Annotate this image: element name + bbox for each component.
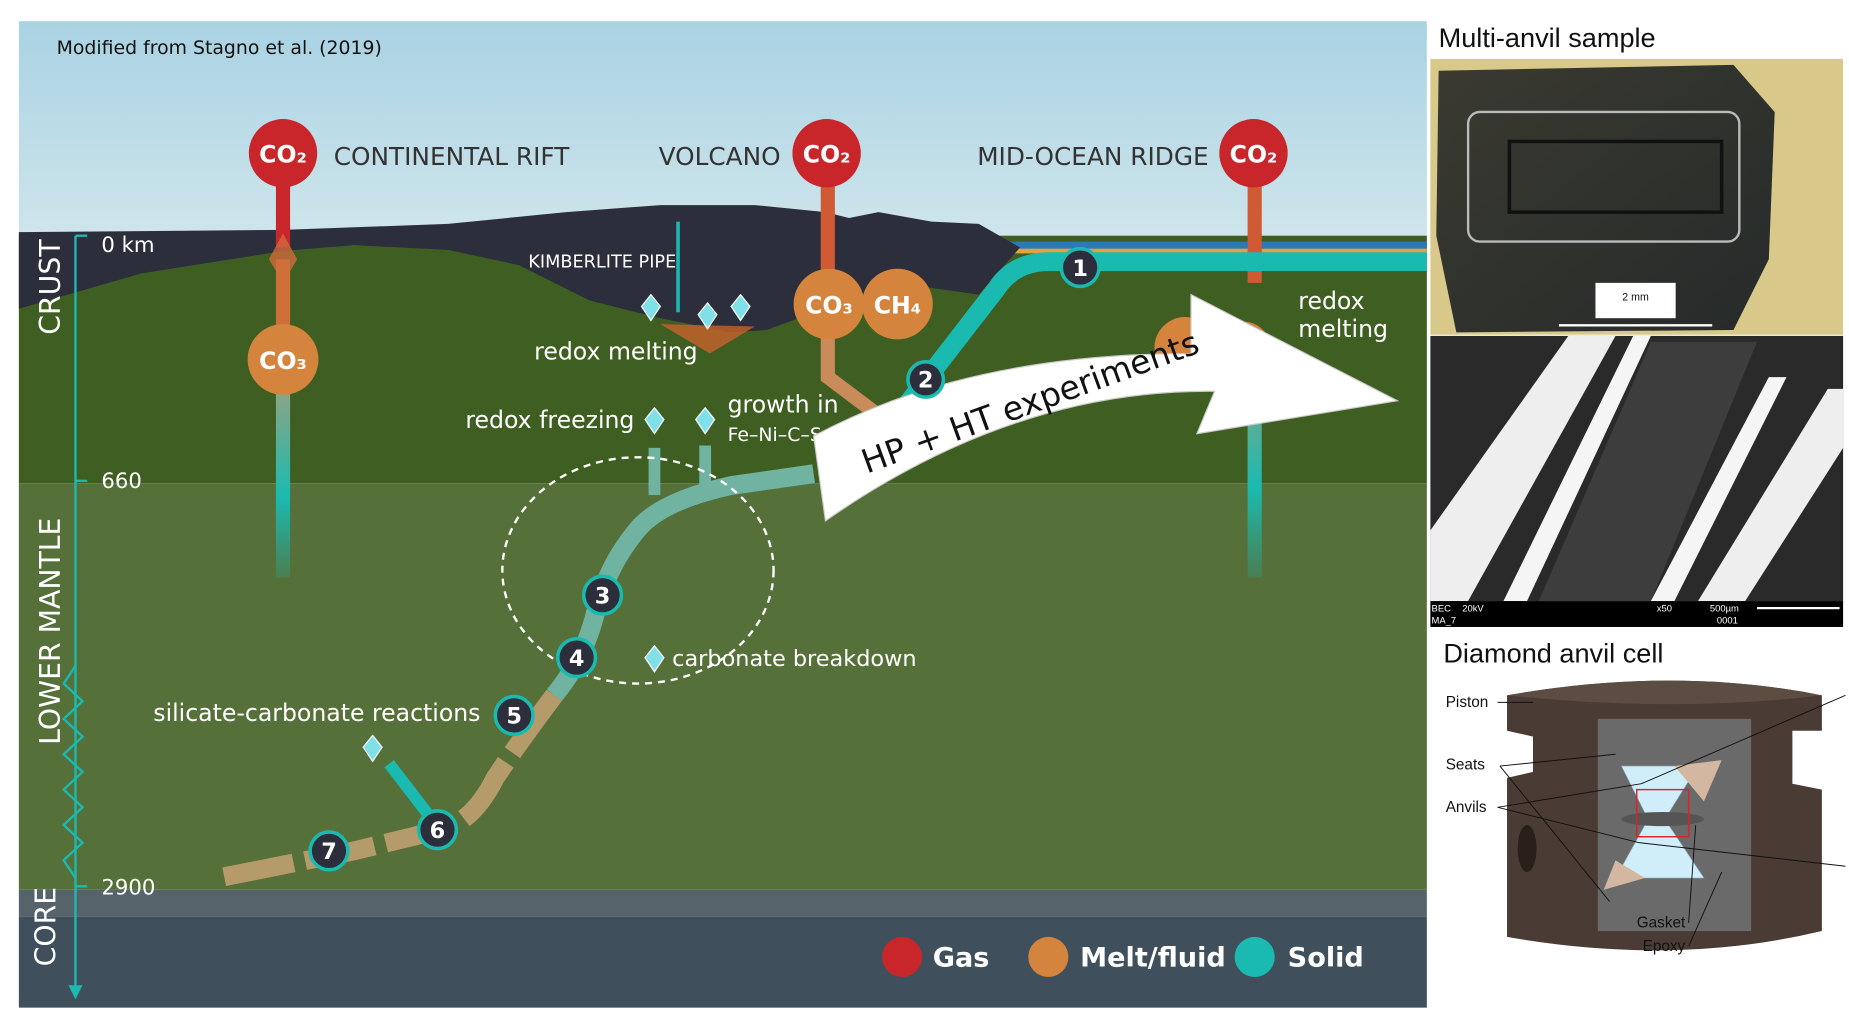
step-6: 6 [416, 809, 459, 851]
dac-label-anvils: Anvils [1446, 799, 1487, 816]
depth-660: 660 [101, 469, 141, 494]
diamond-icon [640, 293, 662, 322]
label-mid-ocean-ridge: MID-OCEAN RIDGE [977, 142, 1208, 171]
legend: Gas Melt/fluid Solid [882, 936, 1364, 978]
co2-bubble-rift [248, 119, 318, 188]
sem-scale: 500µm [1710, 603, 1739, 614]
layer-lower-mantle: LOWER MANTLE [34, 518, 67, 745]
co2-label-volcano: CO₂ [803, 141, 851, 169]
step-7: 7 [308, 830, 350, 872]
co3-label-volcano: CO₃ [805, 291, 853, 319]
co3-label-rift: CO₃ [259, 347, 307, 375]
label-volcano: VOLCANO [659, 142, 781, 171]
multi-anvil-panel: Multi-anvil sample 2 mm BEC 20kV x50 500… [1430, 22, 1844, 627]
co2-label-ridge: CO₂ [1230, 141, 1278, 169]
sem-mode: BEC [1432, 603, 1452, 614]
optical-scale-label: 2 mm [1622, 292, 1649, 304]
sem-mag: x50 [1657, 603, 1672, 614]
step-1: 1 [1059, 246, 1101, 289]
core [18, 916, 1427, 1008]
step-2-label: 2 [918, 368, 934, 394]
depth-2900: 2900 [101, 876, 155, 901]
co3-bubble-volcano [793, 268, 865, 340]
legend-solid-swatch [1234, 936, 1275, 978]
diamond-icons [362, 293, 751, 763]
step-3-label: 3 [595, 583, 611, 609]
ocean [1008, 241, 1427, 252]
continental-crust [18, 205, 1021, 333]
multi-anvil-title: Multi-anvil sample [1439, 22, 1656, 53]
label-redox-melting-right-2: melting [1298, 315, 1388, 343]
label-carbonate-breakdown: carbonate breakdown [672, 646, 916, 672]
sem-sample: MA_7 [1432, 614, 1457, 625]
dac-label-piston: Piston [1446, 694, 1489, 711]
core-mantle-boundary [18, 889, 1427, 917]
diamond-icon [644, 406, 665, 435]
diamond-icon [730, 293, 751, 322]
layer-crust: CRUST [34, 239, 67, 335]
sem-kv: 20kV [1462, 603, 1484, 614]
step-markers: 1 2 3 4 5 6 7 [308, 246, 1101, 872]
dac-label-epoxy: Epoxy [1643, 938, 1686, 955]
ocean-sediment [1014, 248, 1427, 254]
transition-zone-highlight [501, 456, 775, 685]
label-growth-1: growth in [728, 390, 839, 418]
credit-text: Modified from Stagno et al. (2019) [57, 37, 382, 59]
diamond-icon [695, 406, 716, 435]
redox-melting-zone [660, 324, 755, 354]
lower-mantle [18, 483, 1427, 890]
legend-gas-label: Gas [933, 942, 990, 973]
depth-axis: 0 km 660 2900 CRUST LOWER MANTLE CORE [29, 233, 155, 1000]
step-2: 2 [906, 360, 946, 399]
legend-melt-label: Melt/fluid [1080, 942, 1226, 973]
legend-melt-swatch [1028, 936, 1069, 978]
dac-label-seats: Seats [1446, 757, 1486, 774]
ch4-label-volcano: CH₄ [874, 291, 921, 319]
legend-gas-swatch [882, 936, 923, 978]
step-7-label: 7 [321, 839, 337, 865]
label-continental-rift: CONTINENTAL RIFT [334, 142, 571, 171]
label-kimberlite-pipe: KIMBERLITE PIPE [528, 253, 676, 273]
co2-label-rift: CO₂ [259, 141, 307, 169]
diamond-icon [362, 734, 383, 763]
dac-title: Diamond anvil cell [1443, 637, 1663, 668]
layer-core: CORE [29, 887, 62, 967]
continental-rift-column: CO₂ CO₃ CONTINENTAL RIFT [247, 119, 571, 578]
diamond-icon [644, 644, 665, 673]
label-redox-melting-right-1: redox [1298, 287, 1364, 315]
diamond-icon [697, 301, 718, 330]
co2-bubble-volcano [792, 119, 861, 188]
dac-label-gasket: Gasket [1637, 915, 1686, 932]
step-6-label: 6 [430, 818, 446, 844]
step-3: 3 [581, 574, 624, 616]
volcano-column: CO₂ CO₃ CH₄ VOLCANO [659, 119, 933, 430]
label-growth-2: Fe–Ni–C–S [728, 424, 822, 446]
label-silicate-carbonate: silicate-carbonate reactions [153, 699, 480, 727]
step-4-label: 4 [569, 646, 585, 672]
co3-bubble-rift [247, 324, 319, 395]
sem-id: 0001 [1717, 614, 1738, 625]
step-1-label: 1 [1072, 256, 1088, 282]
legend-solid-label: Solid [1288, 942, 1364, 973]
ch4-bubble-volcano [862, 268, 933, 340]
depth-0km: 0 km [101, 233, 154, 258]
step-4: 4 [555, 636, 598, 679]
diamond-anvil-cell-panel: Diamond anvil cell Piston Seats Anvils G… [1443, 637, 1846, 955]
step-5: 5 [493, 694, 535, 736]
step-5-label: 5 [506, 704, 522, 730]
co2-bubble-ridge [1219, 119, 1288, 188]
label-redox-melting: redox melting [534, 337, 697, 365]
label-redox-freezing: redox freezing [465, 406, 634, 434]
